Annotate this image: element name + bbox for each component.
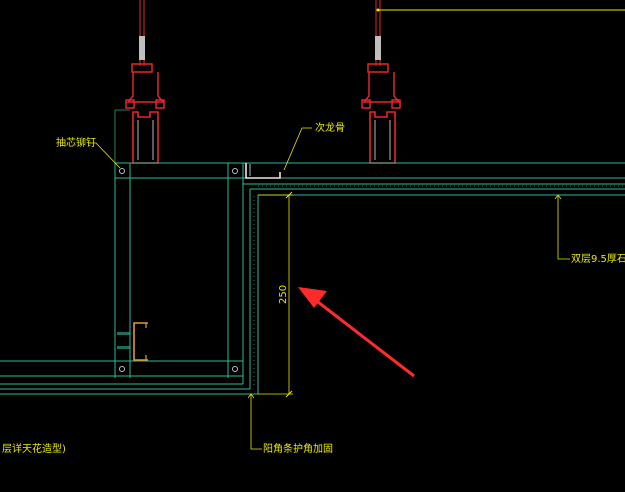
hanger-bolt-icon (367, 63, 389, 73)
c-channel-hatch (117, 346, 130, 349)
secondary-keel-label: 次龙骨 (315, 121, 345, 134)
main-keel (132, 111, 159, 164)
secondary-keel-channel (245, 163, 281, 179)
annotation-corner-guard: 阳角条护角加固 (247, 393, 333, 455)
hanger-bolt-icon (155, 99, 165, 109)
annotation-gypsum-board: 双层9.5厚石膏板 (554, 194, 625, 265)
ceiling-note-label: 层详天花造型) (2, 442, 66, 455)
corner-guard-label: 阳角条护角加固 (263, 442, 333, 455)
gypsum-board-layers (0, 183, 625, 395)
hanger-bolt-icon (131, 63, 153, 73)
dimension-value: 250 (278, 285, 289, 304)
screw-icon (119, 366, 125, 372)
rod-thread (375, 36, 381, 60)
hanger-assembly-left (125, 0, 165, 164)
gypsum-board-label: 双层9.5厚石膏板 (571, 252, 625, 265)
hanger-clip (126, 72, 165, 103)
hanger-bolt-icon (125, 99, 135, 109)
c-channel-hatch (117, 332, 130, 335)
main-keel (369, 111, 396, 164)
red-arrow-icon (298, 287, 415, 378)
c-channel (133, 322, 148, 361)
hanger-assembly-right (361, 0, 401, 164)
rod-thread (139, 36, 145, 60)
screw-icon (232, 366, 238, 372)
hanger-bolt-icon (391, 99, 401, 109)
hanger-clip (362, 72, 401, 103)
dimension-250: 250 (258, 191, 293, 398)
screw-icon (232, 168, 238, 174)
top-leader-dot (376, 8, 380, 12)
annotation-secondary-keel: 次龙骨 (283, 121, 345, 171)
hanger-bolt-icon (361, 99, 371, 109)
rivet-label: 抽芯铆钉 (56, 136, 96, 149)
screw-points (119, 168, 238, 372)
screw-icon (119, 168, 125, 174)
annotation-rivet: 抽芯铆钉 (56, 136, 121, 169)
secondary-keel-frame (0, 109, 625, 378)
